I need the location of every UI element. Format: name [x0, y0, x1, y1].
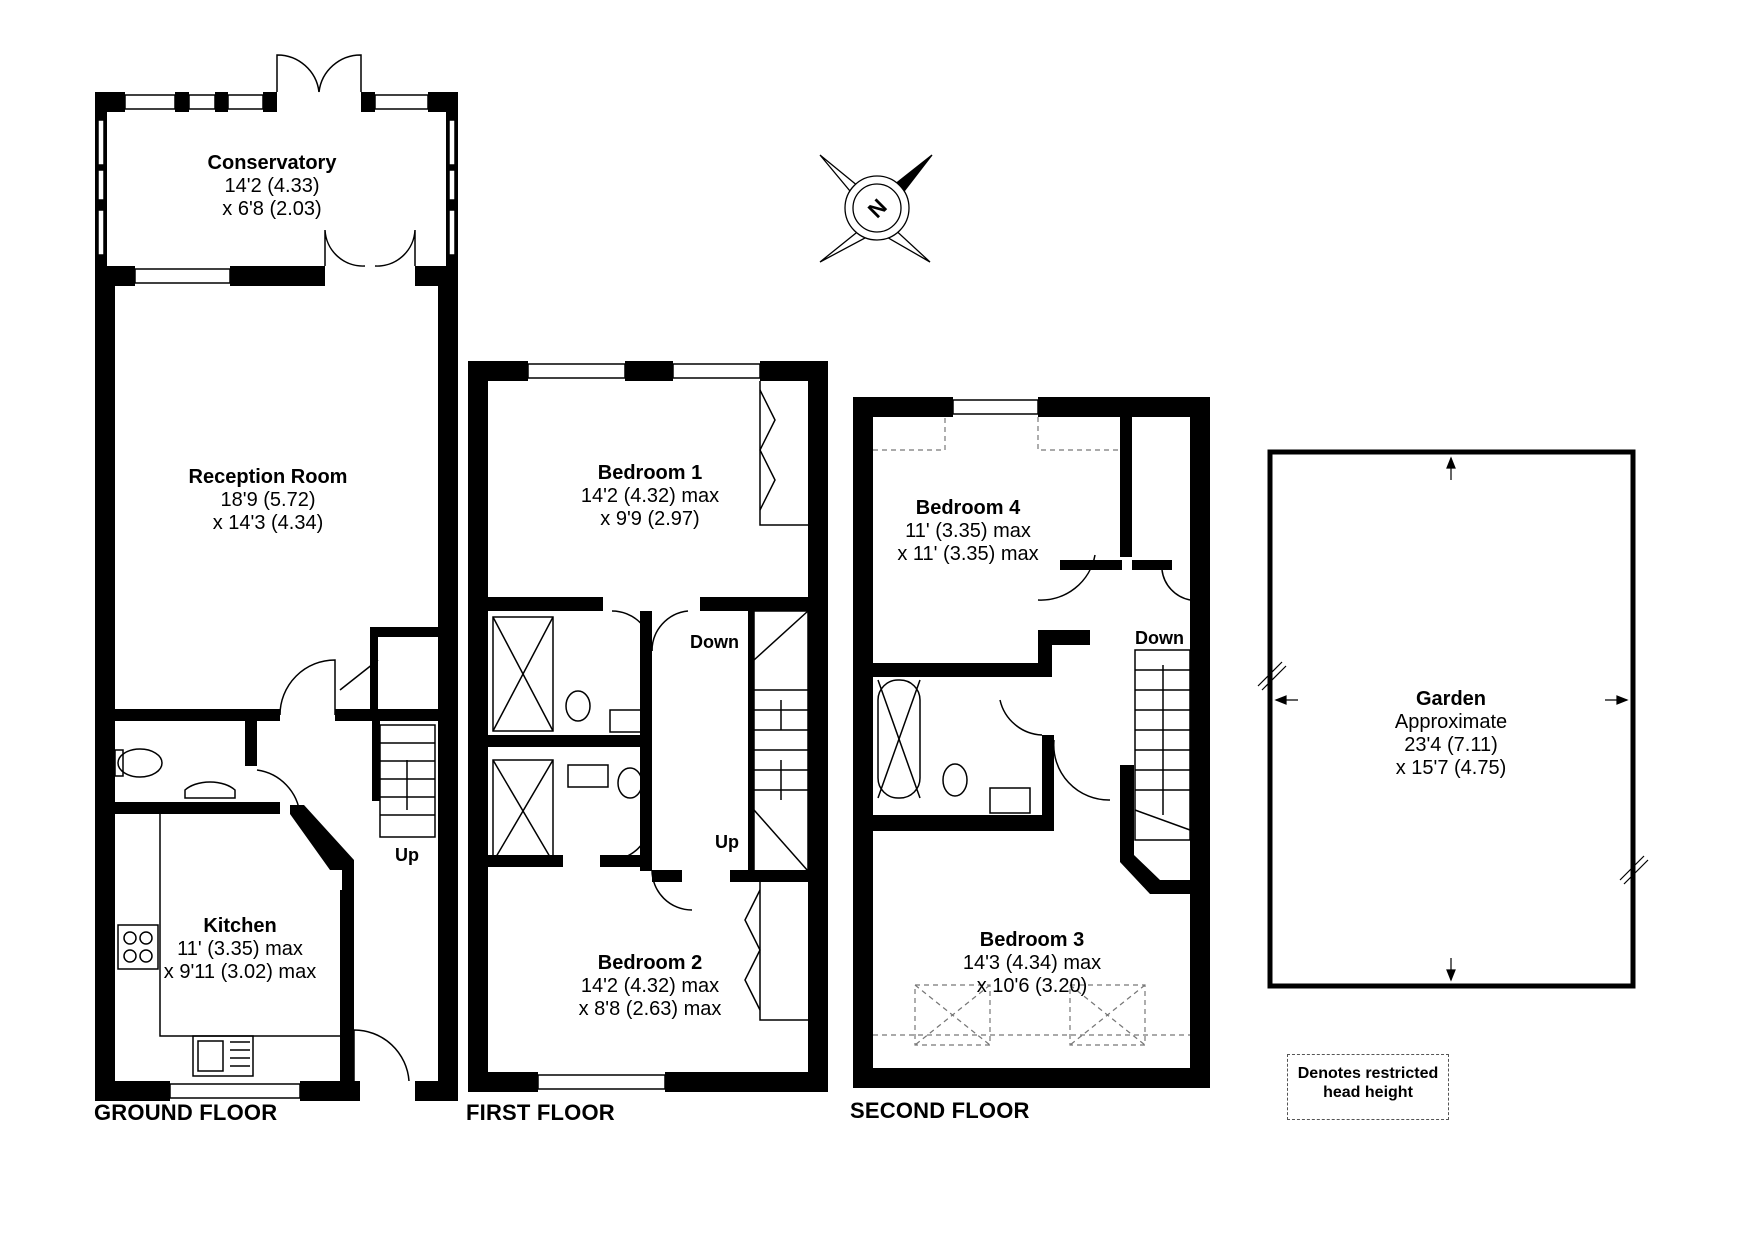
- stair-label-first-down: Down: [690, 632, 739, 652]
- room-dimension: x 9'11 (3.02) max: [163, 961, 317, 983]
- room-name: Reception Room: [188, 466, 348, 488]
- room-name: Bedroom 3: [979, 929, 1085, 951]
- room-label-bedroom-4: Bedroom 4 11' (3.35) max x 11' (3.35) ma…: [897, 497, 1038, 566]
- room-dimension: x 6'8 (2.03): [222, 198, 322, 220]
- room-name: Garden: [1415, 688, 1487, 710]
- room-dimension: x 14'3 (4.34): [212, 512, 324, 534]
- room-dimension: x 9'9 (2.97): [600, 508, 700, 530]
- room-label-reception: Reception Room 18'9 (5.72) x 14'3 (4.34): [189, 466, 348, 535]
- room-dimension: x 15'7 (4.75): [1395, 757, 1507, 779]
- room-label-bedroom-2: Bedroom 2 14'2 (4.32) max x 8'8 (2.63) m…: [579, 952, 722, 1021]
- room-label-kitchen: Kitchen 11' (3.35) max x 9'11 (3.02) max: [164, 915, 316, 984]
- stair-label-first-up: Up: [715, 832, 739, 852]
- floor-title-ground: GROUND FLOOR: [94, 1100, 278, 1125]
- key-line-1: Denotes restricted: [1297, 1065, 1439, 1082]
- room-name: Bedroom 2: [597, 952, 703, 974]
- room-name: Conservatory: [207, 152, 337, 174]
- room-dimension: 14'3 (4.34) max: [962, 952, 1102, 974]
- floor-title-first: FIRST FLOOR: [466, 1100, 615, 1125]
- room-dimension: x 10'6 (3.20): [976, 975, 1088, 997]
- key-line-2: head height: [1323, 1084, 1413, 1101]
- windows: [97, 94, 1039, 1099]
- restricted-head-height-key: Denotes restricted head height: [1287, 1054, 1449, 1120]
- second-floor-walls: [853, 397, 1210, 1088]
- garden-outline: [1267, 449, 1636, 989]
- room-dimension: 14'2 (4.33): [224, 175, 320, 197]
- restricted-head-height-zones: [873, 417, 1190, 1046]
- stair-label-second-down: Down: [1135, 628, 1184, 648]
- room-label-bedroom-1: Bedroom 1 14'2 (4.32) max x 9'9 (2.97): [581, 462, 719, 531]
- room-dimension: 14'2 (4.32) max: [580, 975, 720, 997]
- room-label-garden: Garden Approximate 23'4 (7.11) x 15'7 (4…: [1395, 688, 1507, 780]
- room-dimension: 14'2 (4.32) max: [580, 485, 720, 507]
- room-name: Kitchen: [203, 915, 277, 937]
- doors-and-fixtures: [114, 54, 1191, 1082]
- room-dimension: 23'4 (7.11): [1404, 734, 1498, 756]
- compass-icon: N: [819, 154, 933, 263]
- room-dimension: x 11' (3.35) max: [897, 543, 1039, 565]
- room-dimension: 11' (3.35) max: [905, 520, 1031, 542]
- room-label-conservatory: Conservatory 14'2 (4.33) x 6'8 (2.03): [208, 152, 337, 221]
- room-dimension: 11' (3.35) max: [177, 938, 303, 960]
- room-name: Bedroom 4: [915, 497, 1021, 519]
- room-dimension: 18'9 (5.72): [220, 489, 316, 511]
- room-subtitle: Approximate: [1394, 711, 1508, 733]
- floor-title-second: SECOND FLOOR: [850, 1098, 1030, 1123]
- room-dimension: x 8'8 (2.63) max: [578, 998, 722, 1020]
- stair-label-ground-up: Up: [395, 845, 419, 865]
- garden-dimension-arrows: [1257, 456, 1649, 982]
- first-floor-walls: [468, 361, 828, 1092]
- room-label-bedroom-3: Bedroom 3 14'3 (4.34) max x 10'6 (3.20): [963, 929, 1101, 998]
- room-name: Bedroom 1: [597, 462, 703, 484]
